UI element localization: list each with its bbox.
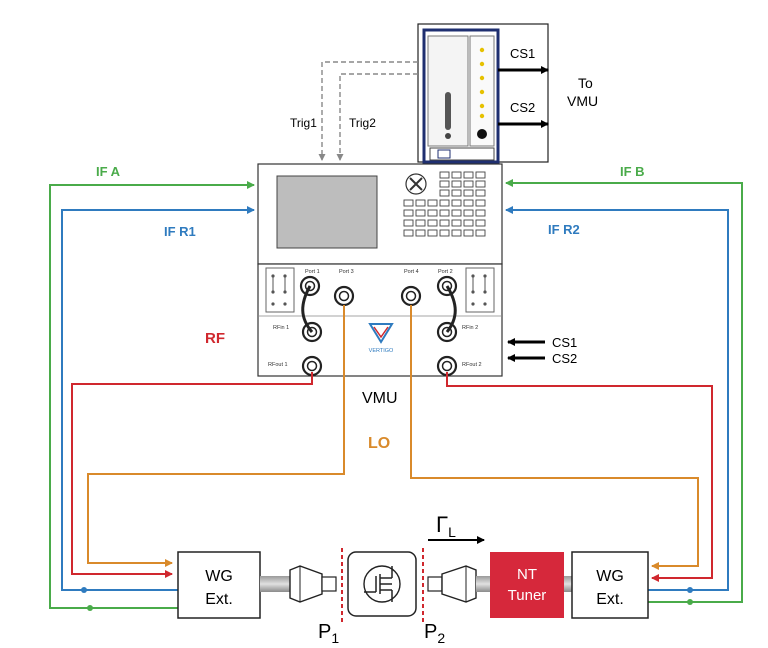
p2-label: P2: [424, 621, 445, 646]
wg-left-line2: Ext.: [205, 591, 233, 608]
trig1-label: Trig1: [290, 116, 317, 130]
probe-left: [289, 565, 323, 603]
if-a-line: [49, 181, 255, 609]
jumper-port1: [301, 285, 314, 333]
trig2-line: [336, 73, 418, 161]
gamma-l-label: ΓL: [436, 512, 456, 540]
nt-tuner: [490, 552, 564, 618]
if-r1-label: IF R1: [164, 224, 196, 239]
port3-label: Port 3: [339, 269, 354, 275]
tuner-line2: Tuner: [508, 587, 547, 604]
port4-label: Port 4: [404, 269, 419, 275]
probe-right: [441, 565, 477, 603]
vmu-label: VMU: [362, 390, 398, 407]
jumper-port2: [445, 285, 457, 333]
wg-right-line1: WG: [596, 568, 624, 585]
vertigo-logo: [368, 323, 394, 344]
rfin2-label: RFin 2: [462, 325, 478, 331]
waveguide-left: [260, 576, 290, 592]
lo-right-line: [410, 305, 699, 570]
trig2-label: Trig2: [349, 116, 376, 130]
wg-left-line1: WG: [205, 568, 233, 585]
rf-right-line: [446, 372, 713, 582]
cs1-right-label: CS1: [552, 335, 577, 350]
cs2-top-label: CS2: [510, 100, 535, 115]
cs1-top-label: CS1: [510, 46, 535, 61]
vertigo-brand-text: VERTIGO: [369, 348, 394, 354]
vna-instrument: [257, 163, 503, 265]
rf-left-line: [71, 372, 313, 578]
sync-module: [417, 23, 549, 164]
rf-label: RF: [205, 330, 225, 347]
trig1-line: [318, 61, 418, 161]
vmu-top-label: VMU: [567, 93, 598, 109]
rfout1-label: RFout 1: [268, 362, 288, 368]
lo-left-line: [87, 305, 345, 567]
if-b-label: IF B: [620, 164, 645, 179]
p1-label: P1: [318, 621, 339, 646]
port1-label: Port 1: [305, 269, 320, 275]
tuner-line1: NT: [517, 566, 537, 583]
vmu-unit: VERTIGO: [257, 263, 503, 377]
if-r2-label: IF R2: [548, 222, 580, 237]
if-a-label: IF A: [96, 164, 121, 179]
cs2-right-label: CS2: [552, 351, 577, 366]
if-r1-line: [61, 206, 255, 591]
lo-label: LO: [368, 435, 390, 452]
if-r2-line: [505, 206, 729, 591]
rfin1-label: RFin 1: [273, 325, 289, 331]
rfout2-label: RFout 2: [462, 362, 482, 368]
port-connectors: [299, 275, 458, 377]
port2-label: Port 2: [438, 269, 453, 275]
if-b-line: [505, 179, 743, 603]
wg-ext-left: [177, 551, 261, 619]
wg-ext-right: [571, 551, 649, 619]
wg-right-line2: Ext.: [596, 591, 624, 608]
to-label: To: [578, 75, 593, 91]
